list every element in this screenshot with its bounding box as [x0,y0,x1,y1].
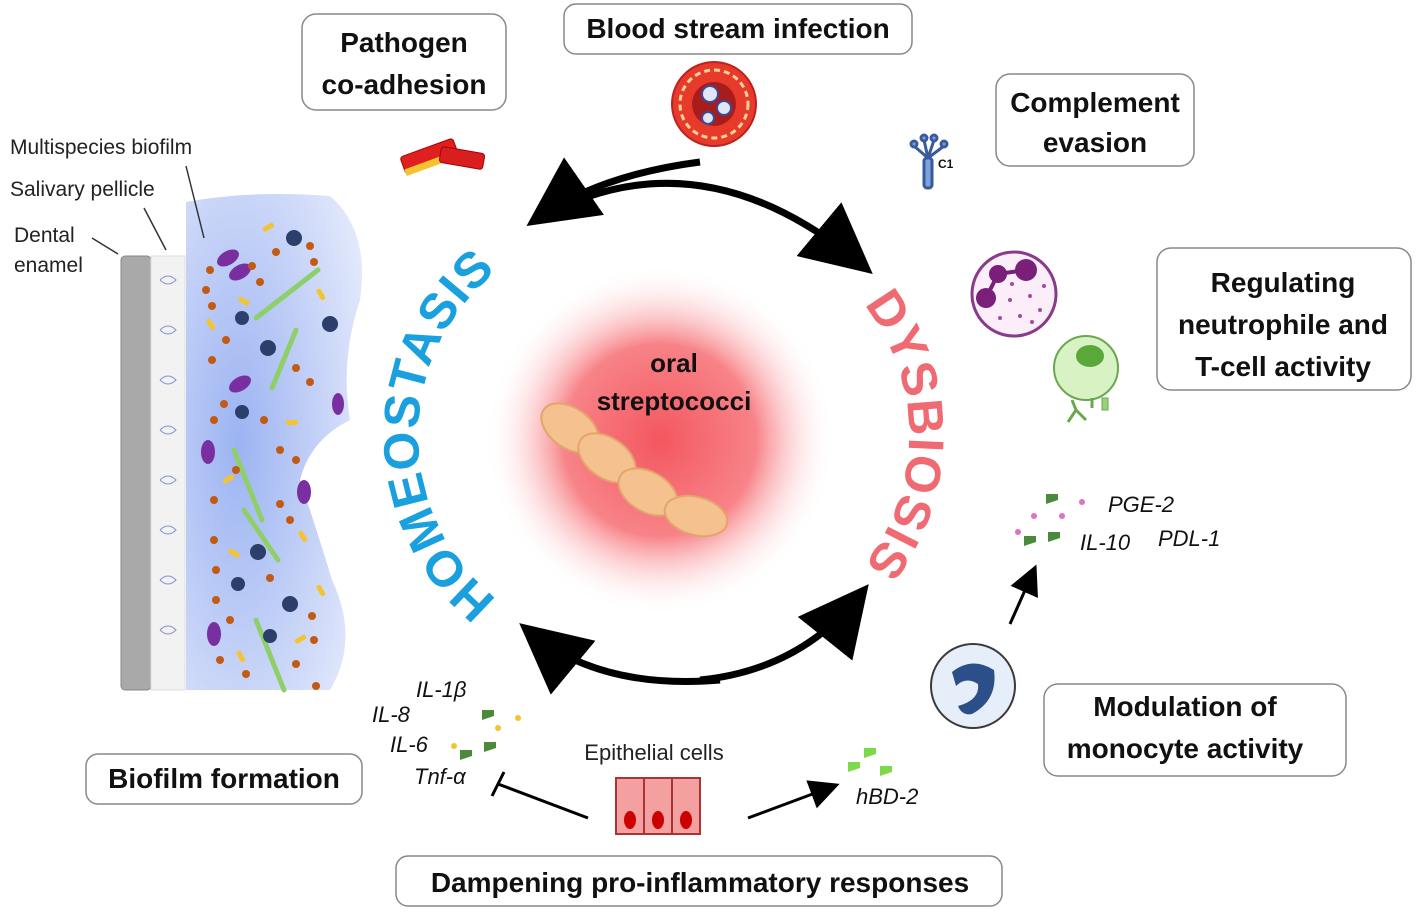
t-cell-icon [1053,335,1119,423]
label-dental-enamel-1: Dental [14,224,75,247]
label-il10: IL-10 [1080,530,1131,555]
pointer-enamel [91,237,119,255]
inhibition-line [497,782,589,820]
svg-text:neutrophile and: neutrophile and [1178,309,1388,340]
pointer-pellicle [143,207,167,251]
monocyte-icon [930,643,1016,729]
box-complement-evasion: Complement evasion [995,73,1195,167]
svg-text:Blood stream infection: Blood stream infection [586,13,889,44]
box-pathogen-coadhesion: Pathogen co-adhesion [301,13,507,111]
epithelial-label: Epithelial cells [584,740,723,765]
label-il8: IL-8 [372,702,411,727]
svg-text:monocyte activity: monocyte activity [1067,733,1304,764]
hbd2-molecules [848,748,892,776]
arrow-hbd2 [747,780,840,820]
arrow-bottom-cycle [699,584,869,684]
svg-text:Dampening pro-inflammatory res: Dampening pro-inflammatory responses [431,867,969,898]
svg-text:Modulation of: Modulation of [1093,691,1277,722]
blood-vessel-icon [671,61,757,147]
svg-text:Regulating: Regulating [1211,267,1356,298]
svg-text:co-adhesion: co-adhesion [322,69,487,100]
label-pge2: PGE-2 [1108,492,1174,517]
biofilm-illustration [120,194,362,693]
svg-text:Pathogen: Pathogen [340,27,468,58]
arrow-monocyte-products [1008,564,1038,625]
pointer-multispecies [185,165,205,239]
arrow-bottom-cycle-back [519,623,721,695]
box-monocyte-modulation: Modulation of monocyte activity [1043,683,1347,777]
box-blood-stream-infection: Blood stream infection [563,3,913,55]
center-label-line2: streptococci [597,386,752,416]
complement-c1-icon [909,133,949,190]
label-il1b: IL-1β [416,677,467,702]
epithelial-cells-icon [615,777,701,835]
svg-text:evasion: evasion [1043,127,1147,158]
label-tnf: Tnf-α [414,764,467,789]
center-label-line1: oral [650,348,698,378]
label-hbd2: hBD-2 [856,784,918,809]
inhibition-bar [490,771,506,797]
arrow-top-cycle-back [526,157,701,226]
homeostasis-label: HOMEOSTASIS [372,237,504,632]
arrow-top-cycle [538,179,873,274]
svg-text:Complement: Complement [1010,87,1180,118]
label-multispecies-biofilm: Multispecies biofilm [10,136,192,159]
box-biofilm-formation: Biofilm formation [85,753,363,805]
label-pdl1: PDL-1 [1158,526,1220,551]
monocyte-product-molecules [1015,494,1085,546]
pathogen-bacteria-icon [400,138,486,177]
neutrophil-icon [970,250,1058,338]
label-dental-enamel-2: enamel [14,254,83,277]
streptococci-chain-icon [540,402,729,538]
label-il6: IL-6 [390,732,429,757]
box-regulating-activity: Regulating neutrophile and T-cell activi… [1156,247,1412,391]
box-dampening-responses: Dampening pro-inflammatory responses [395,855,1003,907]
svg-text:T-cell activity: T-cell activity [1195,351,1371,382]
complement-tag: C1 [938,157,954,171]
cytokine-molecules [451,710,521,760]
svg-text:Biofilm formation: Biofilm formation [108,763,340,794]
dysbiosis-label: DYSBIOSIS [855,279,955,591]
center-glow [485,265,835,615]
label-salivary-pellicle: Salivary pellicle [10,178,155,201]
